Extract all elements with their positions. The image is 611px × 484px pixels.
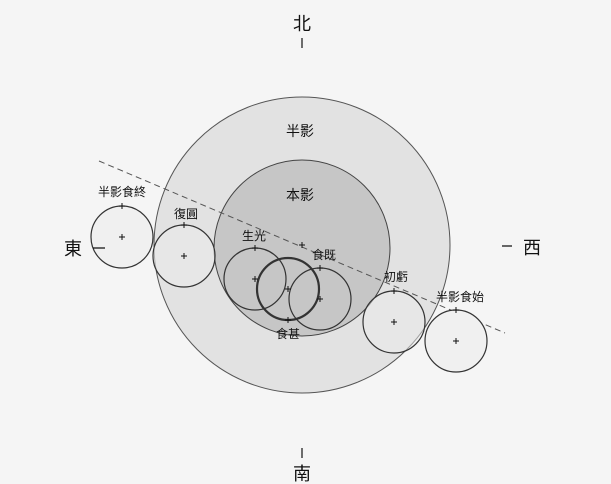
first-contact-label: 初虧 [384, 270, 408, 284]
south-label: 南 [293, 464, 311, 484]
umbra-label: 本影 [286, 188, 314, 204]
west-label: 西 [523, 238, 541, 259]
penumbra-label: 半影 [286, 124, 314, 140]
maximum-label: 食甚 [276, 326, 300, 341]
east-label: 東 [64, 239, 82, 260]
center-marks [93, 38, 512, 458]
penumbral-end-label: 半影食終 [98, 184, 146, 199]
last-contact-label: 復圓 [174, 206, 198, 221]
north-label: 北 [293, 14, 311, 35]
second-contact-label: 食既 [312, 247, 336, 262]
penumbral-begin-label: 半影食始 [436, 289, 484, 304]
third-contact-label: 生光 [242, 229, 266, 243]
